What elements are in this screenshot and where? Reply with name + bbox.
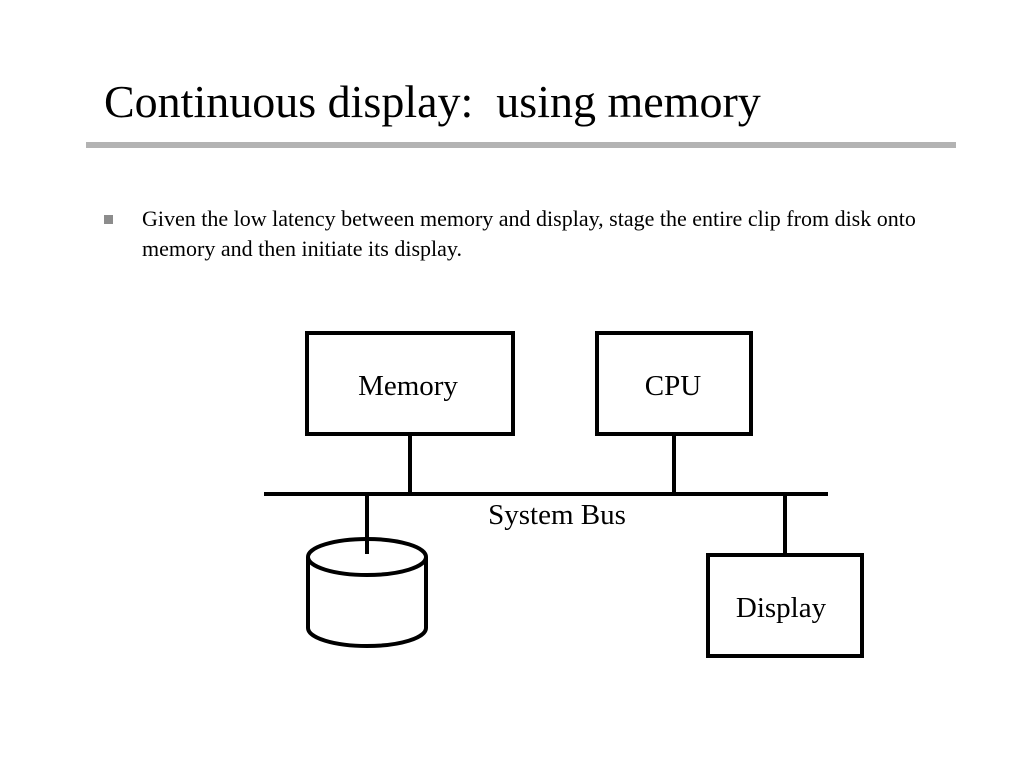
slide-title: Continuous display: using memory [104,76,761,127]
bullet-text: Given the low latency between memory and… [142,206,916,261]
cpu-box [595,331,753,436]
title-divider [86,142,956,148]
memory-box [305,331,515,436]
display-box [706,553,864,658]
square-bullet-icon [104,215,113,224]
cpu-label: CPU [645,370,701,402]
system-bus-label: System Bus [488,499,626,531]
disk-cylinder-icon [306,537,428,648]
memory-label: Memory [358,370,458,402]
display-label: Display [736,592,827,624]
